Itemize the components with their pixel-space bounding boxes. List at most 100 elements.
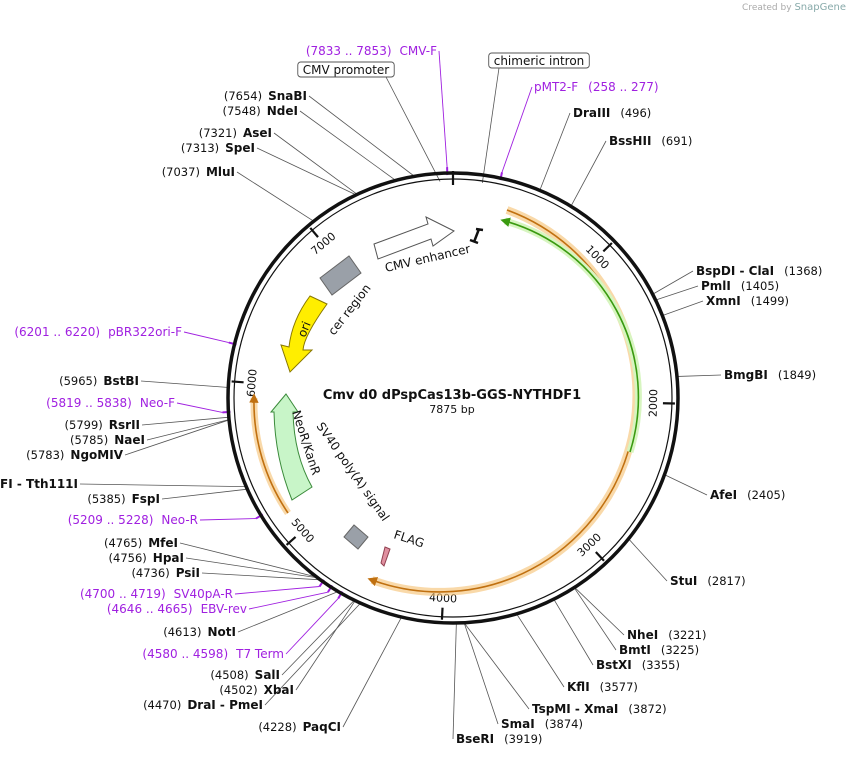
enzyme-site[interactable]: MluI(7037) [162,165,235,179]
primer-site[interactable]: pMT2-F(258 .. 277) [534,80,659,94]
primer-leader [248,591,328,610]
enzyme-site[interactable]: BspDI - ClaI(1368) [696,264,822,278]
enzyme-site[interactable]: NheI(3221) [627,628,706,642]
enzyme-site[interactable]: BseRI(3919) [456,732,542,746]
enzyme-site[interactable]: SpeI(7313) [181,141,255,155]
enzyme-site[interactable]: SnaBI(7654) [224,89,307,103]
enzyme-name: TspMI - XmaI [532,702,618,716]
enzyme-leader [663,300,704,316]
credit-prefix: Created by [742,3,792,13]
enzyme-site[interactable]: KflI(3577) [567,680,638,694]
enzyme-site[interactable]: PmlI(1405) [701,279,779,293]
enzyme-site[interactable]: BstBI(5965) [59,374,139,388]
enzyme-position: (4756) [109,551,147,565]
enzyme-site[interactable]: BstXI(3355) [596,658,680,672]
enzyme-name: BmgBI [724,368,768,382]
enzyme-leader [464,623,530,710]
enzyme-leader [553,599,594,666]
enzyme-leader [574,587,625,636]
enzyme-name: FspI [132,492,160,506]
flag-arrow [380,546,391,567]
enzyme-site[interactable]: DraI - PmeI(4470) [143,698,263,712]
enzyme-site[interactable]: FspI(5385) [87,492,160,506]
primer-site[interactable]: Neo-F (5819 .. 5838) [46,396,175,410]
enzyme-leader [124,419,229,456]
enzyme-name: SnaBI [268,89,307,103]
enzyme-name: StuI [670,574,697,588]
enzyme-leader [161,488,247,500]
primer-site[interactable]: Neo-R(5209 .. 5228) [68,513,198,527]
sv40-polya-box [343,524,369,550]
primer-name: T7 Term [235,647,284,661]
primer-name: Neo-F [140,396,175,410]
primer-leader [438,50,448,168]
enzyme-leader [628,539,668,582]
enzyme-site[interactable]: BmtI(3225) [619,643,699,657]
enzyme-position: (7548) [223,104,261,118]
enzyme-name: DraI - PmeI [187,698,263,712]
tick-mark [440,607,444,620]
enzyme-site[interactable]: PsiI(4736) [131,566,200,580]
enzyme-name: BssHII [609,134,651,148]
enzyme-site[interactable]: NotI(4613) [163,625,236,639]
enzyme-name: HpaI [153,551,184,565]
enzyme-leader [140,380,228,388]
enzyme-name: PaqCI [303,720,341,734]
orf-arc-main-line [367,209,638,593]
primer-site[interactable]: SV40pA-R(4700 .. 4719) [80,587,233,601]
enzyme-site[interactable]: NgoMIV(5783) [26,448,124,462]
enzyme-site[interactable]: AfeI(2405) [710,488,785,502]
enzyme-site[interactable]: MfeI(4765) [104,536,178,550]
enzyme-site[interactable]: XbaI(4502) [219,683,294,697]
enzyme-site[interactable]: RsrII(5799) [65,418,140,432]
boxed-feature-label[interactable]: chimeric intron [488,52,590,69]
enzyme-site[interactable]: BmgBI(1849) [724,368,816,382]
primer-range: (4700 .. 4719) [80,587,166,601]
enzyme-position: (4508) [210,668,248,682]
tick-label: 5000 [289,516,317,546]
orf-arc-green-line [500,217,640,453]
primer-leader [285,598,339,655]
enzyme-site[interactable]: PflFI - Tth111I(5401) [0,477,78,491]
label-sv40-polya: SV40 poly(A) signal [314,420,393,524]
enzyme-site[interactable]: NdeI(7548) [223,104,299,118]
enzyme-position: (5799) [65,418,103,432]
primer-site[interactable]: CMV-F(7833 .. 7853) [306,44,437,58]
chimeric-intron-mark [469,227,484,245]
enzyme-site[interactable]: DraIII(496) [573,106,651,120]
enzyme-site[interactable]: AseI(7321) [199,126,272,140]
enzyme-site[interactable]: NaeI(5785) [70,433,145,447]
enzyme-position: (496) [620,106,651,120]
cer-region-box [319,255,362,296]
enzyme-position: (7321) [199,126,237,140]
enzyme-site[interactable]: XmnI(1499) [706,294,789,308]
enzyme-leader [342,617,402,728]
enzyme-leader [295,601,355,691]
primer-range: (5819 .. 5838) [46,396,132,410]
enzyme-name: PflFI - Tth111I [0,477,78,491]
boxed-feature-label[interactable]: CMV promoter [297,61,395,78]
enzyme-name: PsiI [176,566,200,580]
enzyme-site[interactable]: HpaI (4756) [109,551,184,565]
enzyme-site[interactable]: TspMI - XmaI(3872) [532,702,667,716]
tick-mark [602,242,613,253]
primer-site[interactable]: T7 Term(4580 .. 4598) [142,647,284,661]
enzyme-name: KflI [567,680,590,694]
enzyme-site[interactable]: StuI(2817) [670,574,746,588]
enzyme-leader [201,572,319,581]
enzyme-leader [656,285,699,301]
enzyme-name: MluI [206,165,235,179]
primer-site[interactable]: pBR322ori-F(6201 .. 6220) [14,325,182,339]
enzyme-position: (1499) [751,294,789,308]
enzyme-site[interactable]: BssHII(691) [609,134,692,148]
enzyme-leader [677,374,722,377]
enzyme-site[interactable]: PaqCI(4228) [258,720,341,734]
feature-leader [385,76,441,182]
orf-arc-left-line [249,393,289,514]
tick-label: 2000 [647,389,661,417]
enzyme-site[interactable]: SmaI(3874) [501,717,583,731]
primer-site[interactable]: EBV-rev(4646 .. 4665) [107,602,247,616]
tick-mark [309,227,319,238]
enzyme-site[interactable]: SalI(4508) [210,668,280,682]
